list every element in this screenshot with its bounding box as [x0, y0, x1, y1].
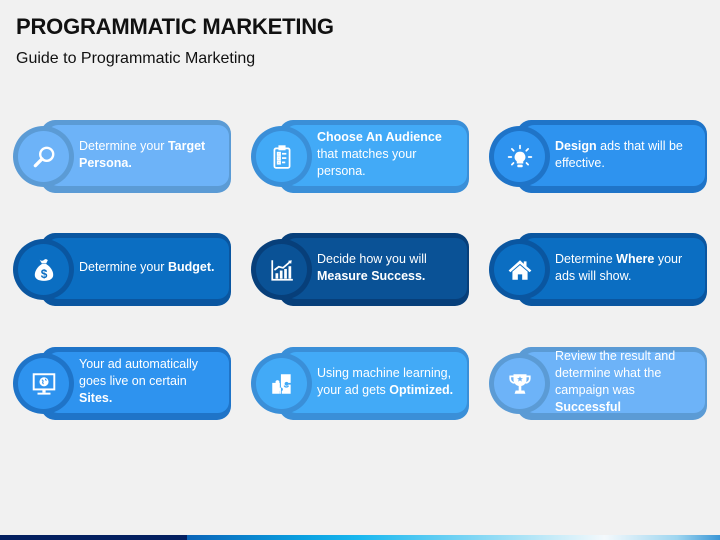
svg-text:$: $: [40, 267, 47, 281]
step-text-content: Design ads that will be effective.: [555, 138, 699, 172]
card-body: [523, 125, 705, 186]
step-text: Determine your Budget.: [79, 233, 223, 302]
step-text-run: your ads will show.: [555, 251, 683, 283]
step-text-content: Using machine learning, your ad gets Opt…: [317, 365, 461, 399]
card-body: [523, 352, 705, 413]
growth-chart-icon: [270, 259, 293, 281]
step-text-run: Determine: [555, 251, 617, 266]
search-icon: [33, 146, 54, 167]
lightbulb-icon: [507, 144, 532, 167]
icon-disc: [494, 358, 545, 409]
step-text-emphasis: Choose An Audience: [317, 130, 442, 144]
icon-disc: [256, 358, 307, 409]
globe-monitor-icon: [32, 372, 55, 395]
home-icon: [508, 259, 531, 280]
step-text-run: that matches your persona.: [317, 147, 417, 178]
step-text-content: Choose An Audience that matches your per…: [317, 129, 461, 180]
step-card-review-results: Review the result and determine what the…: [489, 347, 707, 420]
page-title: PROGRAMMATIC MARKETING: [16, 14, 334, 39]
step-text-emphasis: Where: [616, 251, 655, 266]
icon-disc: [256, 131, 307, 182]
card-body: [285, 125, 467, 186]
step-text-run: Determine your: [79, 138, 168, 153]
step-text: Using machine learning, your ad gets Opt…: [317, 347, 461, 416]
trophy-icon: [508, 373, 531, 394]
step-text-emphasis: Measure Success.: [317, 268, 426, 283]
step-text-emphasis: Budget.: [167, 260, 215, 274]
step-text-content: Determine your Budget.: [79, 259, 214, 276]
step-text-emphasis: Successful: [555, 399, 622, 414]
step-text: Choose An Audience that matches your per…: [317, 120, 461, 189]
icon-disc: [494, 131, 545, 182]
icon-disc: [18, 358, 69, 409]
step-card-where-ads-show: Determine Where your ads will show.: [489, 233, 707, 306]
icon-disc: $: [18, 244, 69, 295]
card-body: [47, 125, 229, 186]
step-text-run: ads that will be effective.: [555, 138, 683, 170]
step-text: Determine Where your ads will show.: [555, 233, 699, 302]
icon-disc: [494, 244, 545, 295]
step-text-run: Decide how you will: [317, 251, 427, 266]
step-card-target-persona: Determine your Target Persona.: [13, 120, 231, 193]
step-text-emphasis: Design: [555, 138, 597, 153]
card-body: [285, 238, 467, 299]
money-bag-icon: $: [34, 258, 53, 281]
icon-disc: [18, 131, 69, 182]
step-text-run: Using machine learning, your ad gets: [317, 365, 452, 397]
step-text: Design ads that will be effective.: [555, 120, 699, 189]
step-text: Decide how you will Measure Success.: [317, 233, 461, 302]
step-text-content: Determine your Target Persona.: [79, 138, 223, 172]
step-text-content: Review the result and determine what the…: [555, 348, 699, 416]
step-text: Review the result and determine what the…: [555, 347, 699, 416]
clipboard-checklist-icon: [273, 144, 290, 169]
step-card-measure-success: Decide how you will Measure Success.: [251, 233, 469, 306]
step-text: Determine your Target Persona.: [79, 120, 223, 189]
step-text-emphasis: Optimized.: [389, 382, 454, 397]
step-text-content: Determine Where your ads will show.: [555, 251, 699, 285]
step-text-run: Determine your: [79, 260, 168, 274]
step-text-content: Your ad automatically goes live on certa…: [79, 356, 223, 407]
step-text-emphasis: Target Persona.: [79, 138, 206, 170]
page-subtitle: Guide to Programmatic Marketing: [16, 50, 256, 67]
card-body: [47, 352, 229, 413]
step-card-design-ads: Design ads that will be effective.: [489, 120, 707, 193]
decorative-gradient-bar: [0, 535, 720, 540]
step-card-budget: $ Determine your Budget.: [13, 233, 231, 306]
puzzle-icon: [271, 373, 291, 394]
card-body: [47, 238, 229, 299]
card-body: [285, 352, 467, 413]
step-text-content: Decide how you will Measure Success.: [317, 251, 461, 285]
step-text-run: Your ad automatically goes live on certa…: [79, 357, 199, 388]
step-card-go-live-sites: Your ad automatically goes live on certa…: [13, 347, 231, 420]
step-text-run: Review the result and determine what the…: [555, 348, 676, 397]
card-body: [523, 238, 705, 299]
step-card-optimized: Using machine learning, your ad gets Opt…: [251, 347, 469, 420]
step-text-emphasis: Sites.: [79, 391, 113, 405]
icon-disc: [256, 244, 307, 295]
step-card-choose-audience: Choose An Audience that matches your per…: [251, 120, 469, 193]
step-text: Your ad automatically goes live on certa…: [79, 347, 223, 416]
